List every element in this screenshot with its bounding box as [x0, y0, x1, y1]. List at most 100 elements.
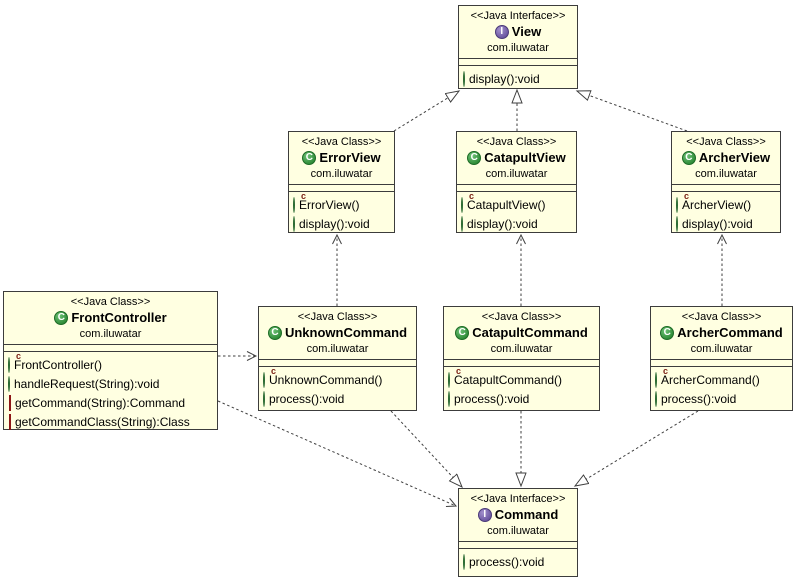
class-box-command[interactable]: <<Java Interface>> I Command com.iluwata… [458, 488, 578, 577]
method-row: c ArcherView() [676, 191, 776, 214]
fields-compartment [459, 541, 577, 549]
public-method-icon [463, 70, 465, 87]
fields-compartment [457, 184, 576, 192]
class-icon: C [660, 326, 675, 340]
method-label: display():void [682, 216, 753, 231]
method-row: display():void [463, 69, 573, 88]
package-label: com.iluwatar [490, 343, 553, 355]
class-name: View [511, 24, 542, 39]
class-name: ArcherView [698, 150, 771, 165]
class-box-errorview[interactable]: <<Java Class>> C ErrorView com.iluwatar … [288, 131, 395, 233]
method-label: ArcherView() [682, 197, 752, 212]
methods-compartment: display():void [459, 66, 577, 88]
package-label: com.iluwatar [487, 42, 549, 54]
title-compartment: <<Java Class>> C ErrorView com.iluwatar [289, 132, 394, 184]
stereotype-label: <<Java Class>> [70, 296, 151, 308]
class-box-catapultcommand[interactable]: <<Java Class>> C CatapultCommand com.ilu… [443, 306, 600, 411]
methods-compartment: c CatapultCommand() process():void [444, 366, 599, 410]
stereotype-label: <<Java Class>> [301, 136, 382, 148]
method-label: process():void [269, 391, 345, 406]
class-name: Command [494, 507, 559, 522]
realization-arrow-archerview-view [577, 91, 688, 132]
fields-compartment [289, 184, 394, 192]
method-label: handleRequest(String):void [14, 376, 160, 391]
fields-compartment [4, 344, 217, 352]
method-row: handleRequest(String):void [8, 374, 213, 393]
class-box-unknowncommand[interactable]: <<Java Class>> C UnknownCommand com.iluw… [258, 306, 417, 411]
title-compartment: <<Java Interface>> I Command com.iluwata… [459, 489, 577, 541]
method-label: process():void [454, 391, 530, 406]
public-method-icon [676, 215, 678, 232]
method-label: FrontController() [14, 357, 103, 372]
method-row: c UnknownCommand() [263, 366, 412, 389]
constructor-icon: c [293, 191, 306, 213]
method-row: process():void [263, 389, 412, 408]
method-row: c CatapultView() [461, 191, 572, 214]
class-icon: C [467, 151, 482, 165]
stereotype-label: <<Java Class>> [686, 136, 766, 148]
stereotype-label: <<Java Interface>> [470, 10, 566, 22]
public-method-icon [448, 390, 450, 407]
realization-arrow-unknowncommand-command [390, 410, 462, 487]
public-method-icon [461, 215, 463, 232]
constructor-icon: c [676, 191, 689, 213]
class-name: FrontController [71, 310, 167, 325]
method-label: ArcherCommand() [661, 372, 760, 387]
fields-compartment [259, 359, 416, 367]
stereotype-label: <<Java Class>> [681, 311, 762, 323]
method-label: display():void [299, 216, 370, 231]
dependency-arrow-frontcontroller-command [217, 400, 458, 507]
methods-compartment: c UnknownCommand() process():void [259, 366, 416, 410]
class-icon: C [455, 326, 470, 340]
methods-compartment: process():void [459, 549, 577, 576]
class-icon: C [54, 311, 69, 325]
title-compartment: <<Java Class>> C ArcherCommand com.iluwa… [651, 307, 792, 359]
class-icon: C [681, 151, 696, 165]
interface-icon: I [494, 25, 509, 39]
method-row: display():void [461, 214, 572, 233]
method-label: getCommand(String):Command [15, 395, 186, 410]
title-compartment: <<Java Class>> C ArcherView com.iluwatar [672, 132, 780, 184]
methods-compartment: c ArcherView() display():void [672, 191, 780, 233]
public-method-icon [8, 375, 10, 392]
class-name: CatapultCommand [472, 325, 588, 340]
class-box-catapultview[interactable]: <<Java Class>> C CatapultView com.iluwat… [456, 131, 577, 233]
class-icon: C [267, 326, 282, 340]
class-box-view[interactable]: <<Java Interface>> I View com.iluwatar d… [458, 5, 578, 89]
method-label: process():void [661, 391, 737, 406]
title-compartment: <<Java Class>> C FrontController com.ilu… [4, 292, 217, 344]
class-box-archerview[interactable]: <<Java Class>> C ArcherView com.iluwatar… [671, 131, 781, 233]
class-icon: C [302, 151, 317, 165]
package-label: com.iluwatar [690, 343, 753, 355]
title-compartment: <<Java Class>> C CatapultView com.iluwat… [457, 132, 576, 184]
class-name: ErrorView [319, 150, 381, 165]
method-label: CatapultCommand() [454, 372, 563, 387]
package-label: com.iluwatar [487, 525, 549, 537]
constructor-icon: c [448, 366, 461, 388]
methods-compartment: c FrontController() handleRequest(String… [4, 351, 217, 431]
methods-compartment: c ArcherCommand() process():void [651, 366, 792, 410]
constructor-icon: c [263, 366, 276, 388]
method-label: UnknownCommand() [269, 372, 383, 387]
public-method-icon [263, 390, 265, 407]
method-label: CatapultView() [467, 197, 546, 212]
method-label: display():void [467, 216, 538, 231]
constructor-icon: c [8, 351, 21, 373]
method-label: process():void [469, 554, 545, 569]
title-compartment: <<Java Class>> C UnknownCommand com.iluw… [259, 307, 416, 359]
method-row: display():void [676, 214, 776, 233]
method-row: c ErrorView() [293, 191, 390, 214]
class-name: UnknownCommand [284, 325, 408, 340]
method-row: process():void [463, 552, 573, 571]
package-label: com.iluwatar [485, 168, 548, 180]
private-method-icon [8, 413, 11, 430]
method-label: ErrorView() [299, 197, 360, 212]
constructor-icon: c [655, 366, 668, 388]
method-row: getCommandClass(String):Class [8, 412, 213, 431]
class-box-archercommand[interactable]: <<Java Class>> C ArcherCommand com.iluwa… [650, 306, 793, 411]
class-box-frontcontroller[interactable]: <<Java Class>> C FrontController com.ilu… [3, 291, 218, 430]
title-compartment: <<Java Interface>> I View com.iluwatar [459, 6, 577, 58]
methods-compartment: c ErrorView() display():void [289, 191, 394, 233]
interface-icon: I [477, 508, 492, 522]
